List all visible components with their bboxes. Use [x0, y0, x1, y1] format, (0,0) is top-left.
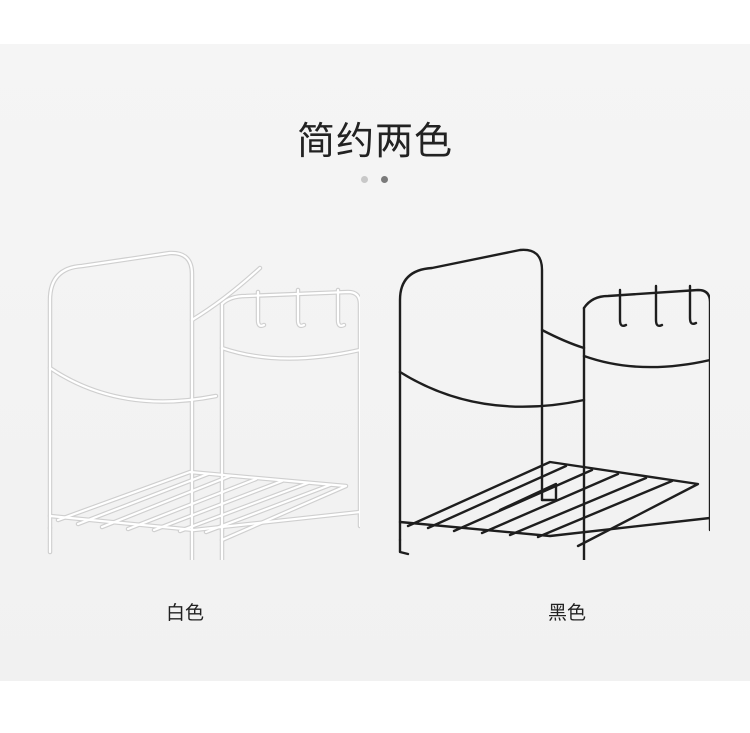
black-rack-image — [370, 200, 710, 560]
white-rack-drawing — [47, 250, 360, 560]
white-color-label: 白色 — [165, 602, 204, 624]
black-rack-drawing — [398, 248, 710, 560]
page-title: 简约两色 — [296, 119, 453, 163]
banner-panel: 简约两色 — [0, 44, 750, 681]
carousel-dot-2[interactable] — [381, 176, 388, 183]
carousel-dots — [361, 176, 391, 186]
carousel-dot-1[interactable] — [361, 176, 368, 183]
black-color-label: 黑色 — [547, 602, 586, 624]
white-rack-image — [20, 200, 360, 560]
